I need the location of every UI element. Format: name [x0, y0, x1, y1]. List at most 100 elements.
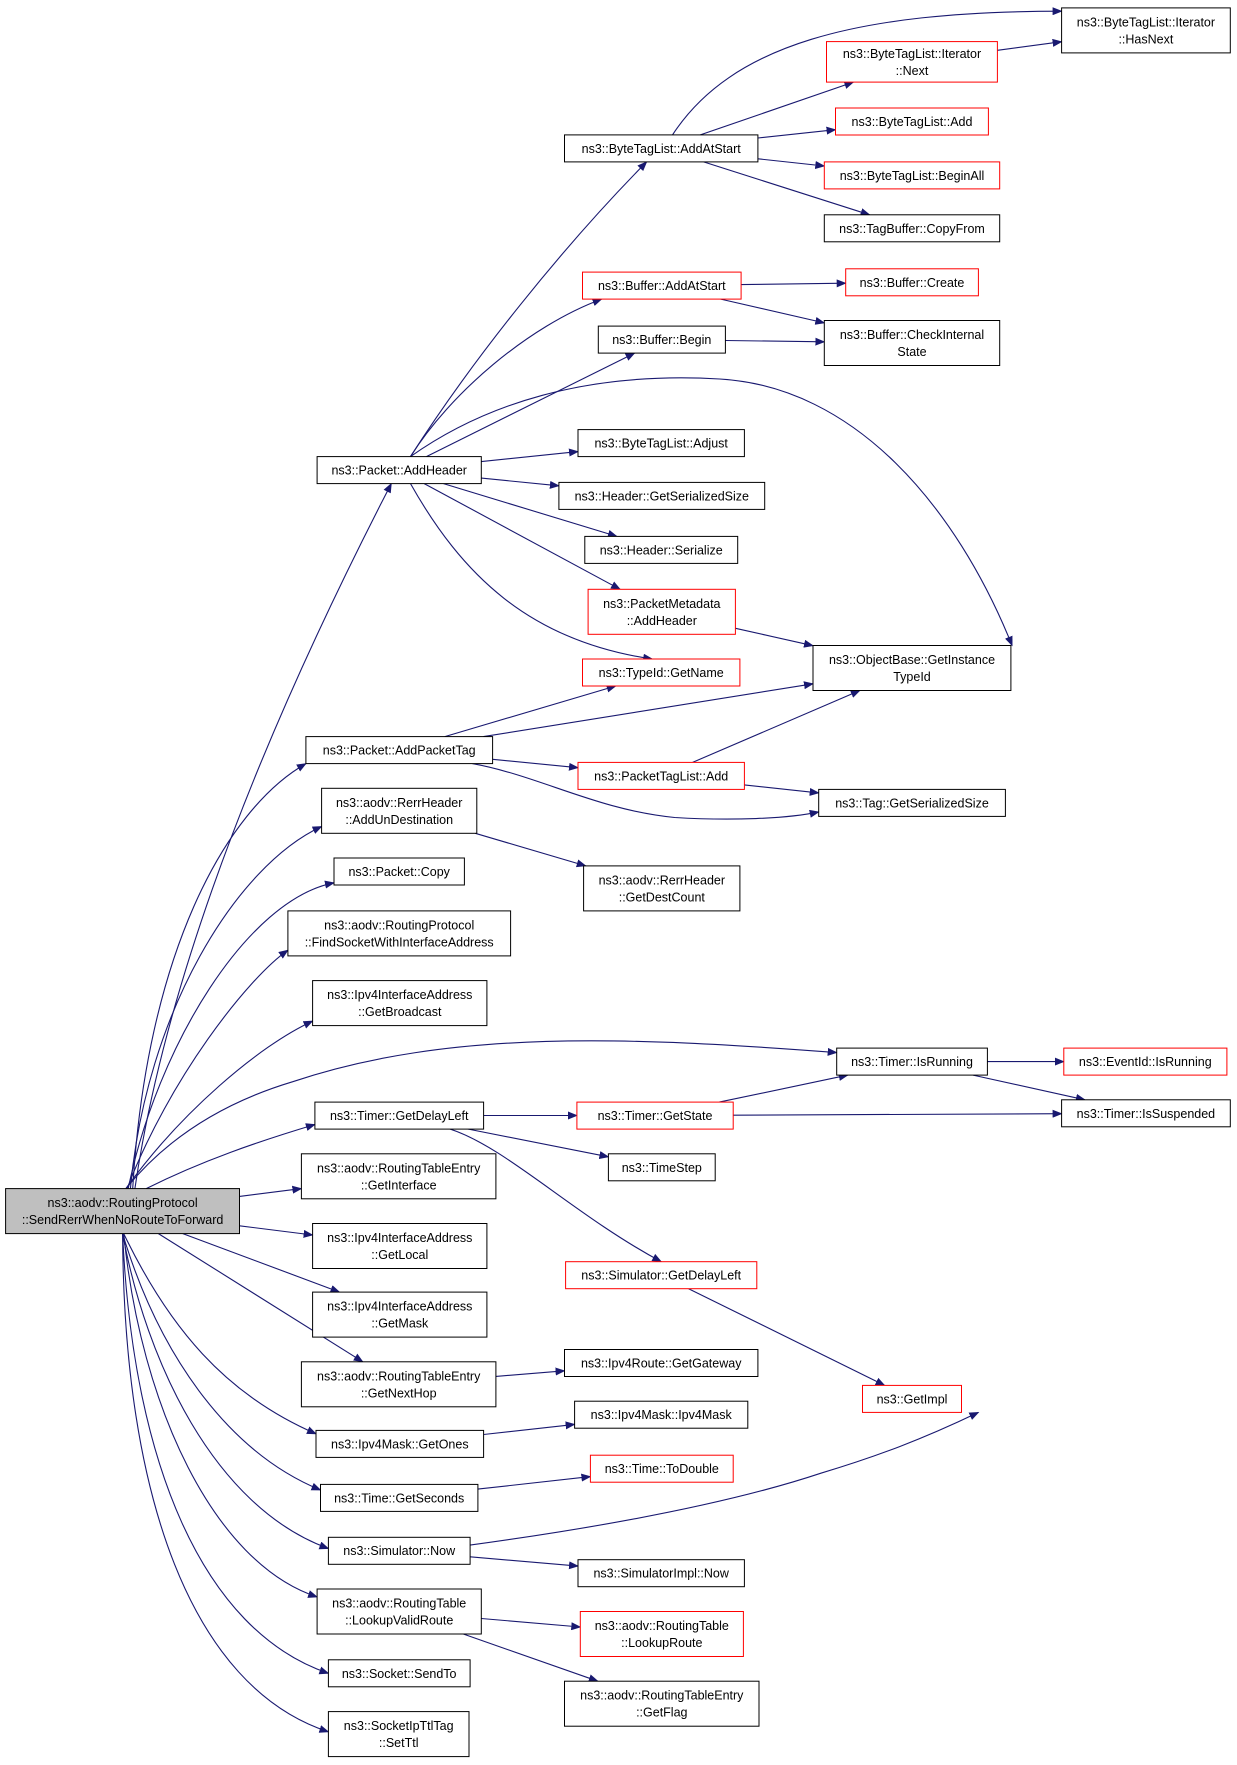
node-itNext[interactable]: ns3::ByteTagList::Iterator::Next — [826, 41, 998, 83]
node-box-addUnDest — [321, 787, 478, 834]
edge-ptlAdd-to-tagGetSize — [744, 784, 820, 796]
node-label-bufCheckInternal-0: ns3::Buffer::CheckInternal — [840, 328, 984, 342]
node-label-btlAddAtStart-0: ns3::ByteTagList::AddAtStart — [582, 142, 742, 156]
node-label-getInterface-1: ::GetInterface — [361, 1178, 437, 1192]
edge-addHeader-to-btlAdjust — [481, 448, 579, 463]
node-label-lookupValid-0: ns3::aodv::RoutingTable — [332, 1597, 466, 1611]
node-box-setTtl — [327, 1711, 470, 1758]
node-label-getImpl-0: ns3::GetImpl — [877, 1392, 948, 1406]
node-lookupValid[interactable]: ns3::aodv::RoutingTable::LookupValidRout… — [316, 1588, 482, 1635]
node-tagBufCopy[interactable]: ns3::TagBuffer::CopyFrom — [823, 214, 1001, 243]
node-sendTo[interactable]: ns3::Socket::SendTo — [327, 1659, 471, 1688]
node-getImpl[interactable]: ns3::GetImpl — [862, 1384, 962, 1413]
edge-timerIsRunning-to-timerIsSuspended — [972, 1074, 1086, 1102]
node-label-simNow-0: ns3::Simulator::Now — [343, 1544, 456, 1558]
edge-addPacketTag-to-objGetTypeId — [483, 681, 814, 738]
edge-root-to-getLocal — [239, 1225, 314, 1238]
edge-layer — [122, 7, 1086, 1733]
node-addPacketTag[interactable]: ns3::Packet::AddPacketTag — [305, 736, 494, 765]
node-label-getFlag-0: ns3::aodv::RoutingTableEntry — [580, 1689, 744, 1703]
node-addUnDest[interactable]: ns3::aodv::RerrHeader::AddUnDestination — [321, 787, 478, 834]
node-findSocket[interactable]: ns3::aodv::RoutingProtocol::FindSocketWi… — [287, 910, 512, 957]
node-hdrSerialize[interactable]: ns3::Header::Serialize — [584, 535, 739, 564]
node-pktCopy[interactable]: ns3::Packet::Copy — [333, 857, 465, 886]
node-timeToDouble[interactable]: ns3::Time::ToDouble — [589, 1454, 734, 1483]
node-bufBegin[interactable]: ns3::Buffer::Begin — [597, 325, 726, 354]
node-eventIdRunning[interactable]: ns3::EventId::IsRunning — [1063, 1047, 1228, 1076]
node-label-rerrDestCount-0: ns3::aodv::RerrHeader — [599, 873, 725, 887]
node-label-objGetTypeId-1: TypeId — [893, 670, 931, 684]
edge-ptlAdd-to-objGetTypeId — [692, 689, 861, 763]
node-label-simGetDelayLeft-0: ns3::Simulator::GetDelayLeft — [581, 1269, 741, 1283]
node-box-getBroadcast — [312, 980, 488, 1027]
node-getBroadcast[interactable]: ns3::Ipv4InterfaceAddress::GetBroadcast — [312, 980, 488, 1027]
node-setTtl[interactable]: ns3::SocketIpTtlTag::SetTtl — [327, 1711, 470, 1758]
node-itHasNext[interactable]: ns3::ByteTagList::Iterator::HasNext — [1061, 7, 1231, 54]
node-label-timerGetState-0: ns3::Timer::GetState — [598, 1109, 713, 1123]
node-box-getFlag — [564, 1680, 760, 1727]
node-getInterface[interactable]: ns3::aodv::RoutingTableEntry::GetInterfa… — [300, 1153, 497, 1200]
node-btlAddAtStart[interactable]: ns3::ByteTagList::AddAtStart — [564, 134, 759, 163]
node-label-itHasNext-1: ::HasNext — [1118, 32, 1173, 46]
node-getFlag[interactable]: ns3::aodv::RoutingTableEntry::GetFlag — [564, 1680, 760, 1727]
edge-lookupValid-to-lookupRoute — [481, 1617, 582, 1631]
edge-root-to-addHeader — [134, 482, 392, 1189]
node-simImplNow[interactable]: ns3::SimulatorImpl::Now — [577, 1559, 745, 1588]
node-label-ipv4MaskCtor-0: ns3::Ipv4Mask::Ipv4Mask — [591, 1408, 733, 1422]
node-bufCreate[interactable]: ns3::Buffer::Create — [845, 268, 979, 297]
node-root[interactable]: ns3::aodv::RoutingProtocol::SendRerrWhen… — [5, 1188, 240, 1235]
node-btlBeginAll[interactable]: ns3::ByteTagList::BeginAll — [823, 161, 1001, 190]
node-box-addHeader — [316, 456, 482, 485]
node-timerIsSuspended[interactable]: ns3::Timer::IsSuspended — [1061, 1099, 1231, 1128]
node-label-pmAddHeader-1: ::AddHeader — [627, 614, 697, 628]
node-box-bufCheckInternal — [823, 320, 1001, 366]
node-getLocal[interactable]: ns3::Ipv4InterfaceAddress::GetLocal — [312, 1223, 488, 1269]
edge-addPacketTag-to-typeIdName — [444, 684, 617, 738]
node-hdrGetSize[interactable]: ns3::Header::GetSerializedSize — [558, 481, 766, 510]
node-lookupRoute[interactable]: ns3::aodv::RoutingTable::LookupRoute — [579, 1611, 744, 1657]
node-btlAdjust[interactable]: ns3::ByteTagList::Adjust — [577, 429, 745, 458]
node-ptlAdd[interactable]: ns3::PacketTagList::Add — [577, 761, 745, 790]
node-label-hdrGetSize-0: ns3::Header::GetSerializedSize — [575, 489, 749, 503]
node-label-timeStep-0: ns3::TimeStep — [622, 1161, 702, 1175]
node-label-btlAdd-0: ns3::ByteTagList::Add — [852, 115, 973, 129]
node-box-timerIsSuspended — [1061, 1099, 1231, 1128]
node-timerIsRunning[interactable]: ns3::Timer::IsRunning — [836, 1047, 988, 1076]
node-label-hdrSerialize-0: ns3::Header::Serialize — [600, 543, 723, 557]
node-label-getLocal-0: ns3::Ipv4InterfaceAddress — [327, 1231, 472, 1245]
node-getGateway[interactable]: ns3::Ipv4Route::GetGateway — [564, 1349, 759, 1377]
node-box-simNow — [327, 1536, 471, 1565]
edge-addHeader-to-hdrSerialize — [443, 483, 618, 538]
edge-root-to-getInterface — [239, 1185, 303, 1197]
node-label-getGateway-0: ns3::Ipv4Route::GetGateway — [581, 1356, 742, 1370]
node-box-getImpl — [862, 1384, 962, 1413]
edge-root-to-sendTo — [122, 1233, 330, 1675]
node-getSeconds[interactable]: ns3::Time::GetSeconds — [320, 1483, 479, 1512]
node-rerrDestCount[interactable]: ns3::aodv::RerrHeader::GetDestCount — [583, 865, 741, 912]
node-ipv4MaskCtor[interactable]: ns3::Ipv4Mask::Ipv4Mask — [574, 1400, 749, 1429]
node-box-getDelayLeftTimer — [314, 1101, 485, 1130]
node-getMask[interactable]: ns3::Ipv4InterfaceAddress::GetMask — [312, 1291, 488, 1338]
node-box-tagGetSize — [818, 788, 1006, 817]
node-timeStep[interactable]: ns3::TimeStep — [607, 1153, 716, 1182]
node-getOnes[interactable]: ns3::Ipv4Mask::GetOnes — [315, 1429, 485, 1458]
node-addHeader[interactable]: ns3::Packet::AddHeader — [316, 456, 482, 485]
edge-btlAddAtStart-to-tagBufCopy — [703, 161, 871, 216]
node-label-lookupRoute-0: ns3::aodv::RoutingTable — [595, 1619, 729, 1633]
node-simGetDelayLeft[interactable]: ns3::Simulator::GetDelayLeft — [565, 1261, 758, 1290]
node-getDelayLeftTimer[interactable]: ns3::Timer::GetDelayLeft — [314, 1101, 485, 1130]
node-btlAdd[interactable]: ns3::ByteTagList::Add — [835, 107, 989, 136]
node-label-ptlAdd-0: ns3::PacketTagList::Add — [594, 769, 728, 783]
node-simNow[interactable]: ns3::Simulator::Now — [327, 1536, 471, 1565]
node-box-getMask — [312, 1291, 488, 1338]
edge-getNextHop-to-getGateway — [495, 1367, 566, 1377]
node-getNextHop[interactable]: ns3::aodv::RoutingTableEntry::GetNextHop — [300, 1361, 497, 1408]
node-pmAddHeader[interactable]: ns3::PacketMetadata::AddHeader — [587, 588, 736, 635]
node-typeIdName[interactable]: ns3::TypeId::GetName — [582, 658, 741, 687]
node-label-getFlag-1: ::GetFlag — [636, 1706, 687, 1720]
node-timerGetState[interactable]: ns3::Timer::GetState — [576, 1101, 734, 1130]
node-bufAddAtStart[interactable]: ns3::Buffer::AddAtStart — [582, 271, 742, 300]
node-tagGetSize[interactable]: ns3::Tag::GetSerializedSize — [818, 788, 1006, 817]
